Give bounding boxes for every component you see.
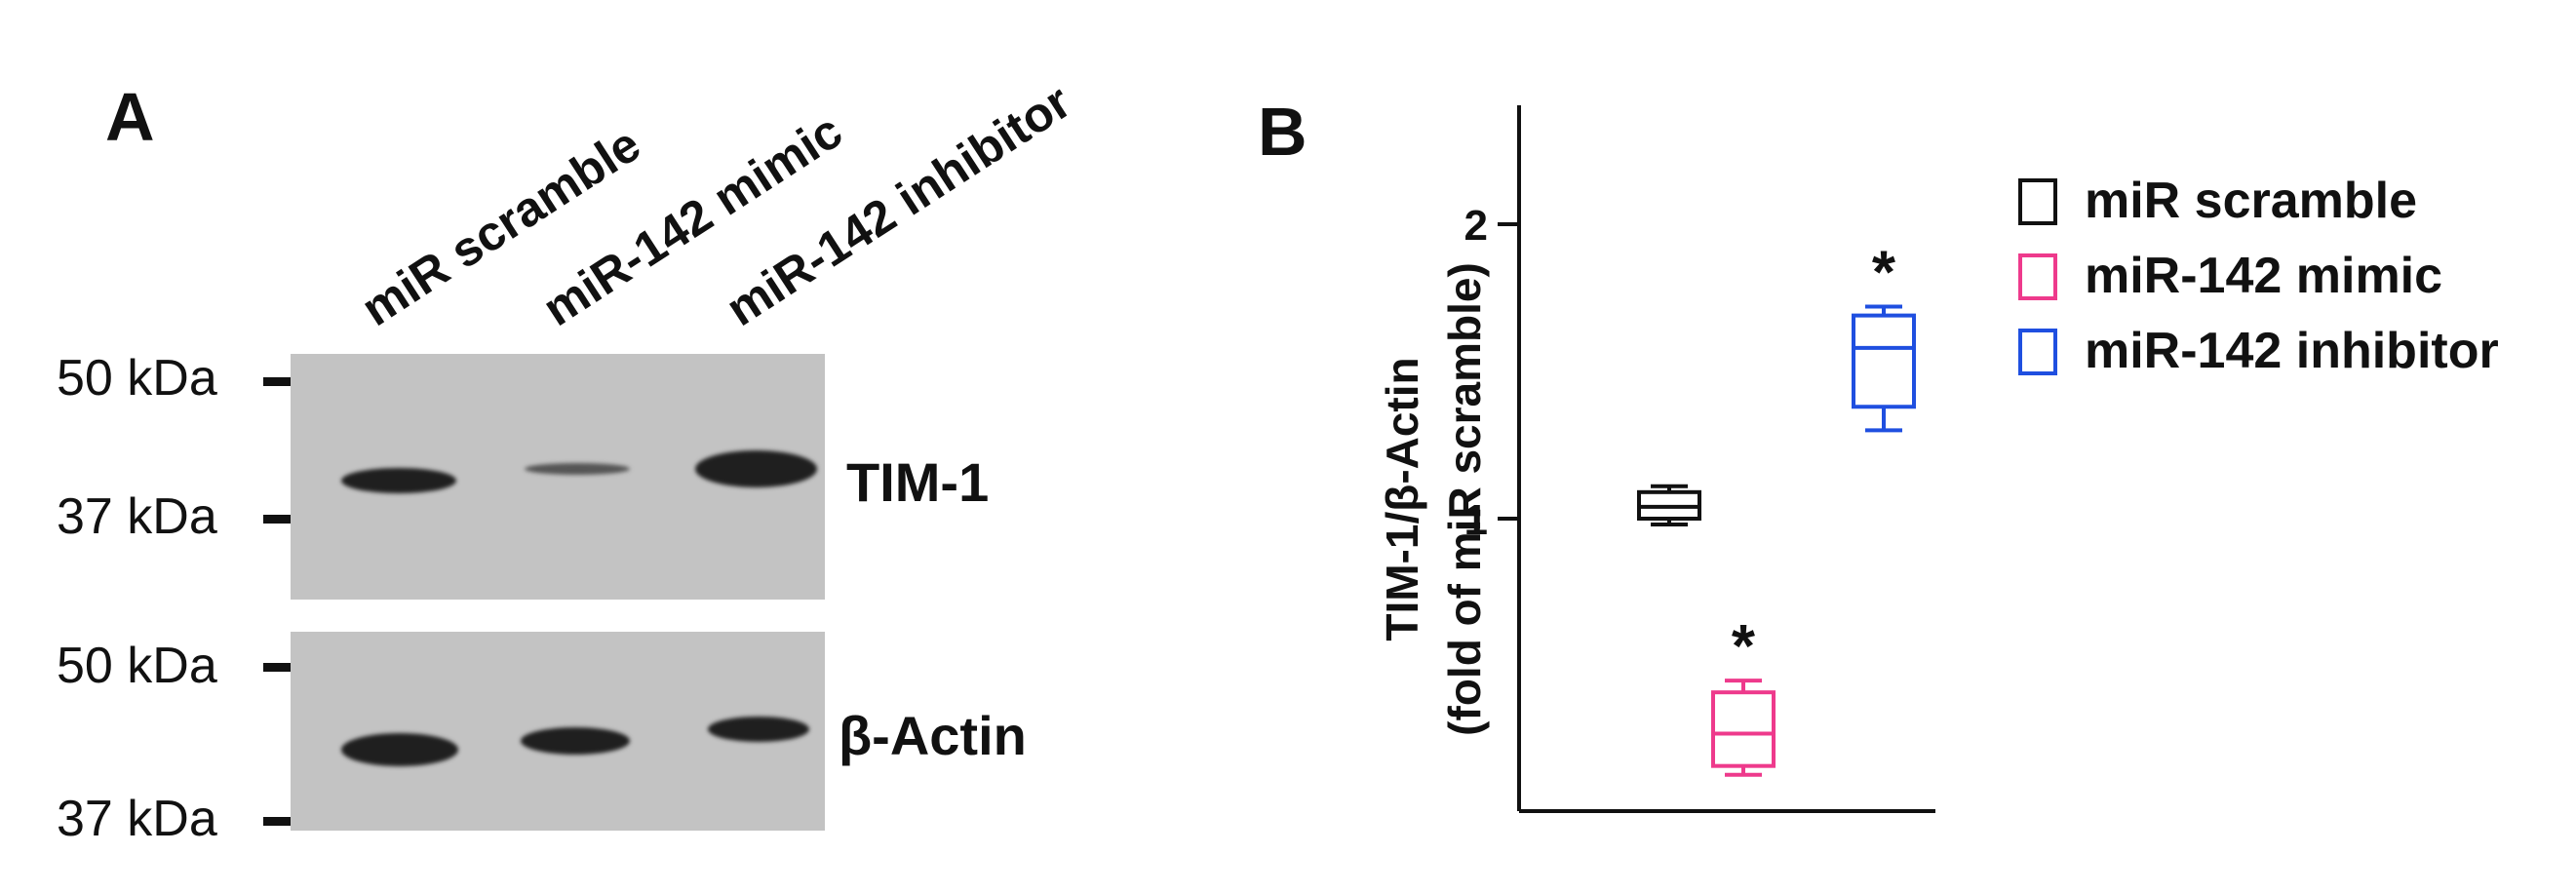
- legend-swatch-inhibitor: [2018, 329, 2057, 375]
- marker-37kda-actin: 37 kDa: [57, 791, 217, 847]
- legend-label-mimic: miR-142 mimic: [2085, 248, 2443, 304]
- actin-band-mimic: [521, 727, 630, 755]
- marker-37kda-tim1: 37 kDa: [57, 488, 217, 545]
- box-2: *: [1852, 240, 1916, 433]
- significance-asterisk: *: [1732, 613, 1756, 680]
- box-iqr: [1711, 690, 1776, 768]
- y-tick-label: 2: [1464, 202, 1488, 250]
- panel-a-letter: A: [105, 79, 155, 155]
- box-iqr: [1852, 313, 1916, 409]
- marker-50kda-tim1: 50 kDa: [57, 350, 217, 407]
- panel-b-letter: B: [1258, 94, 1308, 170]
- y-tick-label: 1: [1464, 496, 1488, 544]
- protein-label-tim1: TIM-1: [846, 451, 990, 513]
- legend-label-scramble: miR scramble: [2085, 173, 2418, 229]
- marker-50kda-actin: 50 kDa: [57, 638, 217, 694]
- legend-swatch-scramble: [2018, 178, 2057, 225]
- box-0: [1637, 484, 1701, 527]
- actin-band-scramble: [341, 733, 458, 766]
- actin-band-inhibitor: [708, 717, 809, 742]
- box-1: *: [1711, 613, 1776, 777]
- legend-swatch-mimic: [2018, 253, 2057, 300]
- legend-label-inhibitor: miR-142 inhibitor: [2085, 323, 2499, 379]
- tim1-blot: [291, 354, 825, 600]
- tim1-band-mimic: [525, 463, 630, 475]
- actin-blot: [291, 632, 825, 831]
- significance-asterisk: *: [1872, 240, 1896, 307]
- tim1-band-scramble: [341, 468, 456, 493]
- tim1-band-inhibitor: [695, 450, 817, 487]
- protein-label-actin: β-Actin: [839, 705, 1027, 766]
